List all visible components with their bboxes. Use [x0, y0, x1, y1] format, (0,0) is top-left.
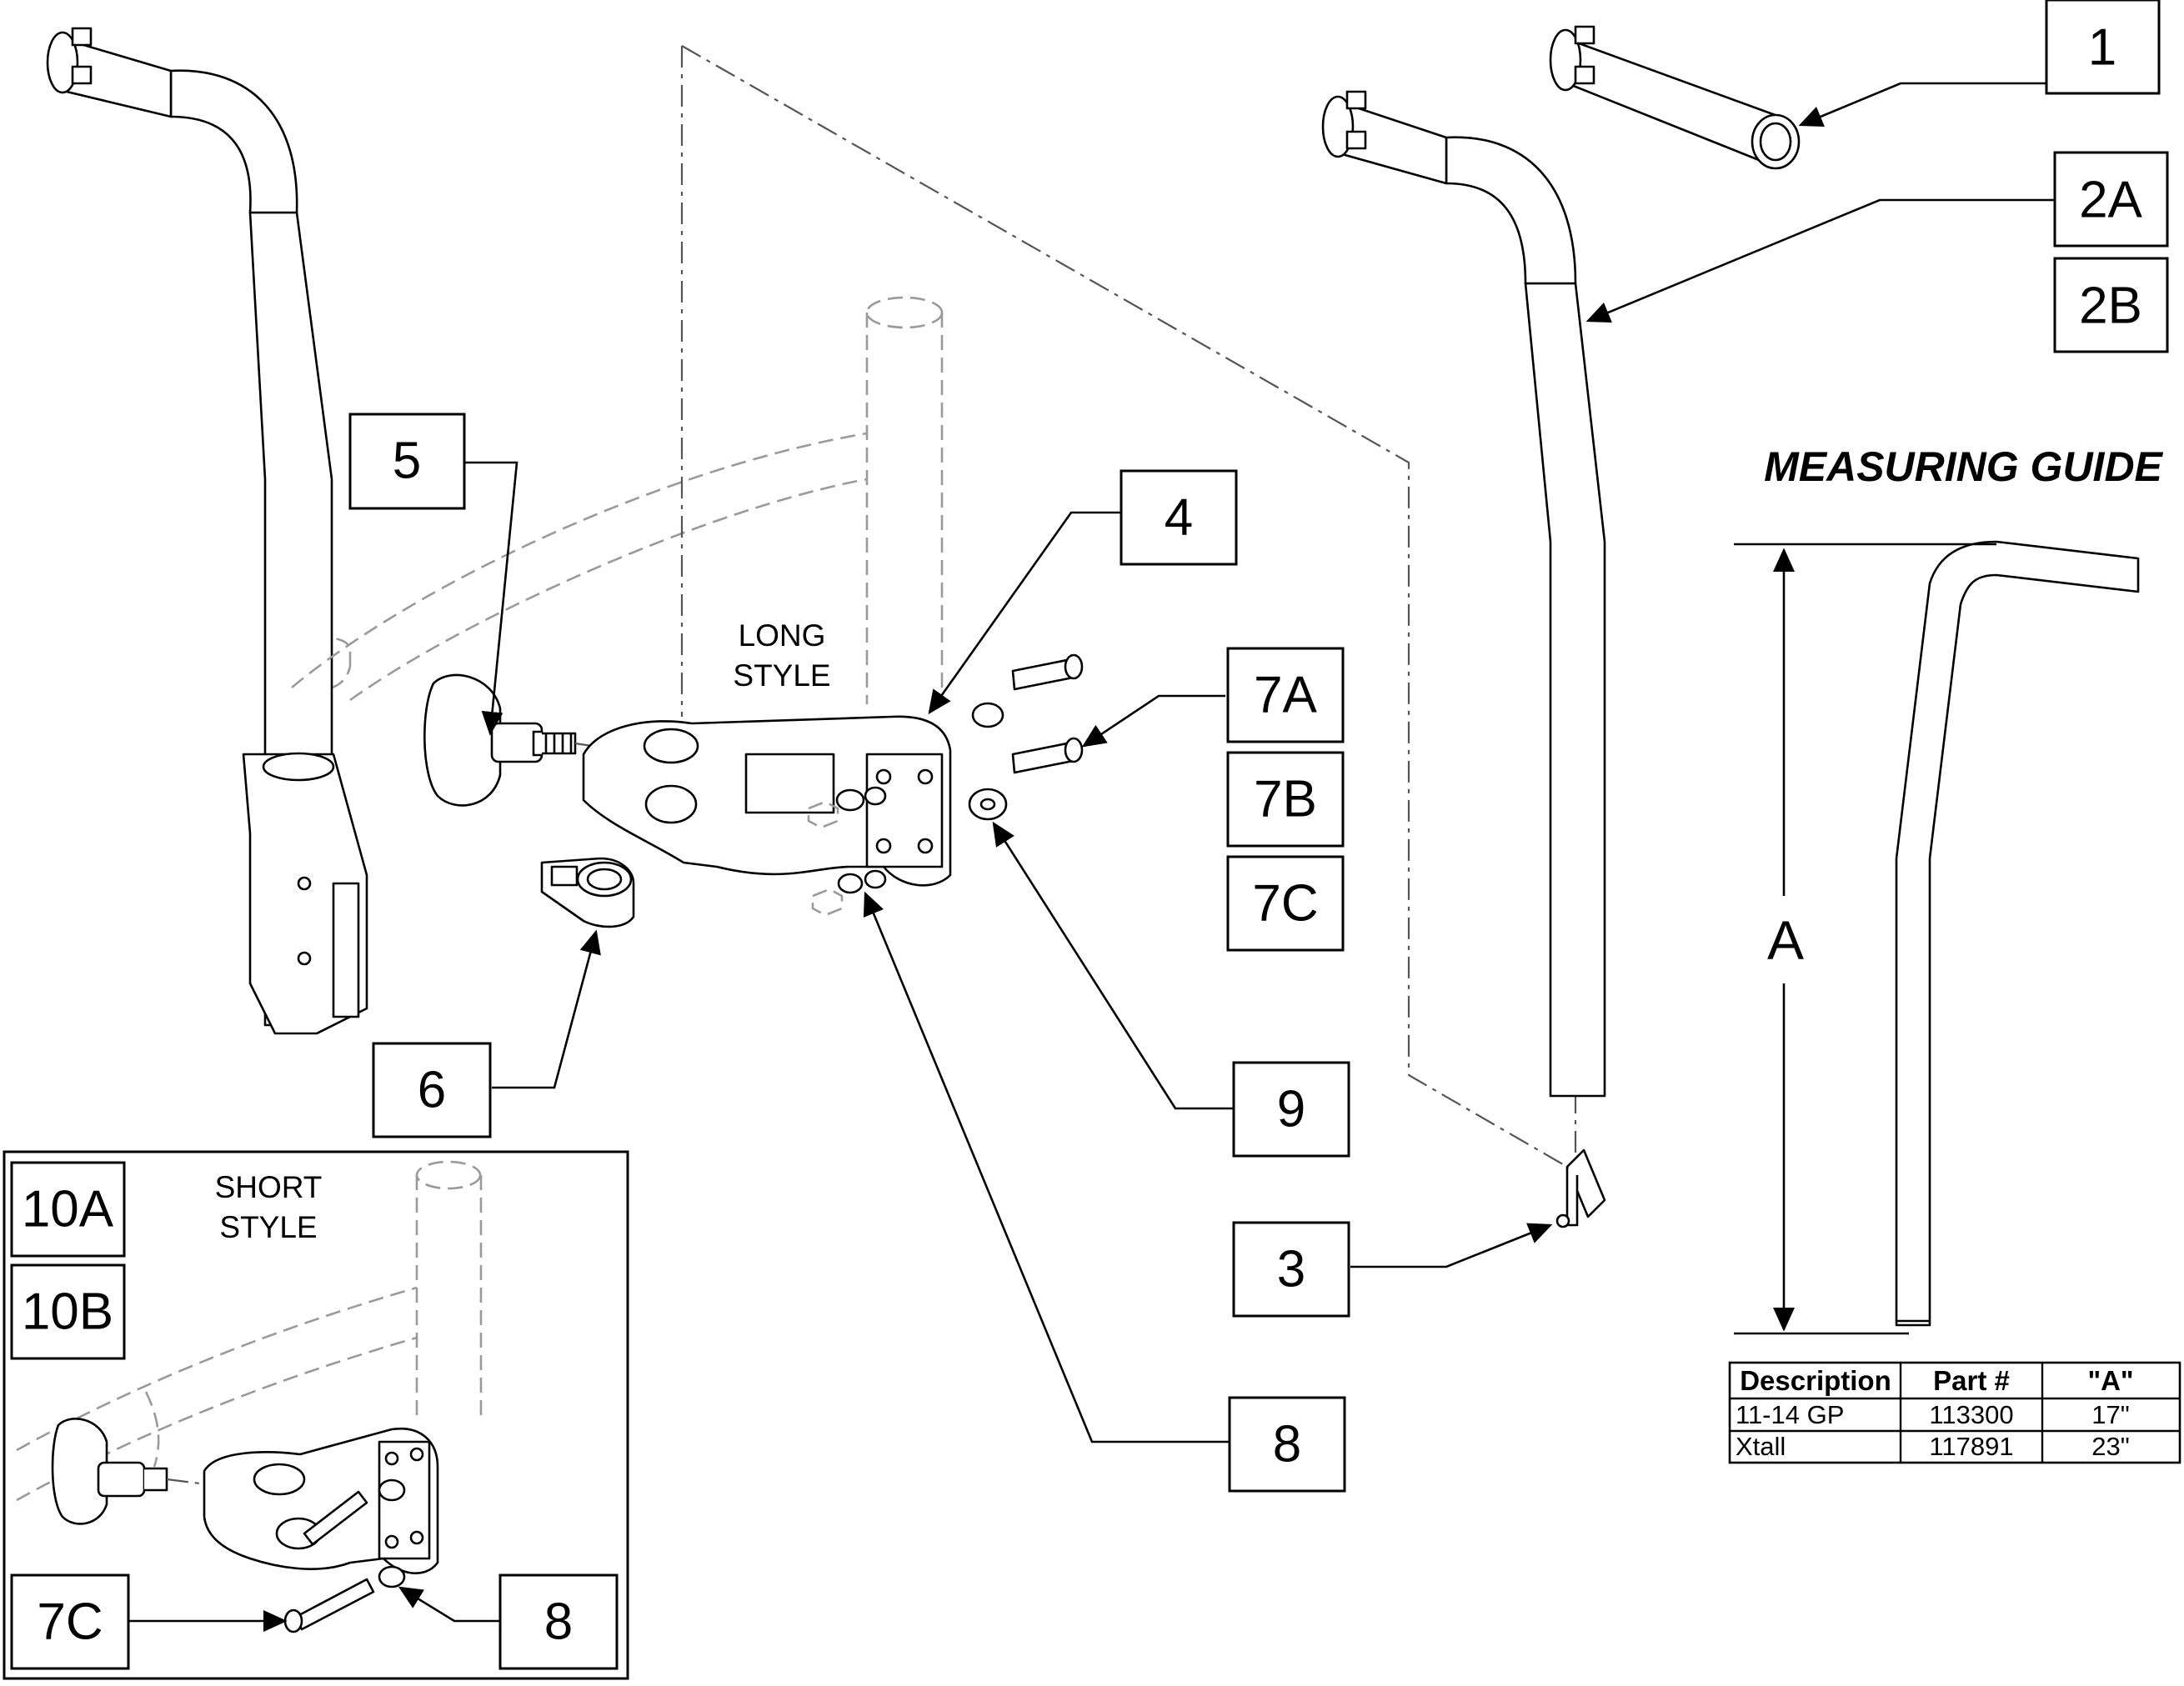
clamp-bore-left	[262, 752, 335, 782]
svg-text:3: 3	[1277, 1241, 1305, 1298]
callout-inset-7c: 7C	[10, 1573, 130, 1670]
table-cell-r2-desc: Xtall	[1736, 1432, 1786, 1461]
table-cell-r2-a: 23"	[2091, 1432, 2130, 1461]
adjustment-knob	[423, 673, 593, 807]
svg-text:7C: 7C	[1252, 875, 1318, 933]
svg-text:6: 6	[418, 1062, 446, 1119]
handle-bend-right	[1445, 136, 1577, 285]
foam-grip	[1561, 36, 1781, 168]
long-style-label-line1: LONG	[739, 618, 826, 653]
svg-text:9: 9	[1277, 1081, 1305, 1138]
grip-clip-left-b	[71, 65, 93, 85]
guide-dimension-label: A	[1767, 909, 1804, 971]
callout-4: 4	[1120, 469, 1238, 566]
pivot-bushing	[540, 857, 635, 928]
grip-end-left	[46, 31, 79, 94]
callout-9: 9	[1232, 1061, 1350, 1158]
callout-1: 1	[2045, 0, 2161, 95]
svg-text:7B: 7B	[1254, 771, 1317, 828]
callout-3: 3	[1232, 1221, 1350, 1318]
table-header-a: "A"	[2087, 1365, 2133, 1396]
leader-lines	[463, 82, 2055, 1443]
assembly-centerline	[680, 45, 1577, 1168]
short-style-inset: SHORT STYLE 10A 10B 7C 8	[3, 1150, 629, 1680]
svg-text:1: 1	[2088, 19, 2116, 77]
exploded-push-handle	[1321, 25, 1801, 1228]
svg-text:7C: 7C	[37, 1593, 103, 1651]
measuring-guide-title: MEASURING GUIDE	[1764, 443, 2163, 490]
callout-7a: 7A	[1226, 647, 1345, 743]
svg-text:2B: 2B	[2079, 278, 2142, 335]
table-header-part: Part #	[1933, 1365, 2010, 1396]
long-style-label-line2: STYLE	[733, 658, 830, 693]
svg-text:8: 8	[1273, 1416, 1301, 1473]
svg-text:10B: 10B	[22, 1283, 113, 1341]
callout-2a: 2A	[2053, 151, 2169, 248]
handle-bend-left	[169, 69, 298, 214]
callout-10b: 10B	[10, 1263, 126, 1360]
callout-2b: 2B	[2053, 257, 2169, 353]
svg-text:2A: 2A	[2079, 172, 2142, 229]
svg-text:8: 8	[544, 1593, 573, 1651]
table-cell-r2-part: 117891	[1929, 1432, 2013, 1461]
detent-pin	[1565, 1148, 1606, 1218]
svg-text:4: 4	[1165, 489, 1193, 547]
table-cell-r1-a: 17"	[2091, 1400, 2130, 1429]
callout-6: 6	[372, 1042, 492, 1138]
clamp-plate-left	[332, 882, 360, 1018]
table-header-description: Description	[1740, 1365, 1891, 1396]
callout-8: 8	[1228, 1396, 1346, 1493]
clamp-hole-left-b	[297, 951, 312, 966]
grip-clip-left-a	[71, 27, 93, 47]
svg-text:10A: 10A	[22, 1181, 114, 1238]
short-style-label-line2: STYLE	[219, 1210, 317, 1244]
ghost-frame-long	[291, 296, 944, 704]
callout-7c: 7C	[1226, 855, 1345, 952]
guide-tube-profile	[1895, 540, 2140, 1327]
clamp-body-long	[582, 715, 952, 887]
svg-text:5: 5	[393, 433, 421, 490]
table-cell-r1-part: 113300	[1929, 1400, 2013, 1429]
handle-tube-right	[1524, 282, 1606, 1098]
screw-hardware-long	[807, 653, 1084, 917]
callout-7b: 7B	[1226, 751, 1345, 848]
assembled-push-handle	[46, 27, 368, 1035]
clamp-hole-left-a	[297, 876, 312, 891]
table-cell-r1-desc: 11-14 GP	[1736, 1400, 1844, 1429]
part-table: Description Part # "A" 11-14 GP 113300 1…	[1728, 1361, 2181, 1464]
measuring-guide: MEASURING GUIDE A	[1734, 443, 2164, 1335]
short-style-label-line1: SHORT	[215, 1170, 323, 1204]
callout-10a: 10A	[10, 1161, 126, 1258]
callout-5: 5	[348, 413, 466, 510]
svg-text:7A: 7A	[1254, 667, 1317, 724]
callout-inset-8: 8	[498, 1573, 619, 1670]
